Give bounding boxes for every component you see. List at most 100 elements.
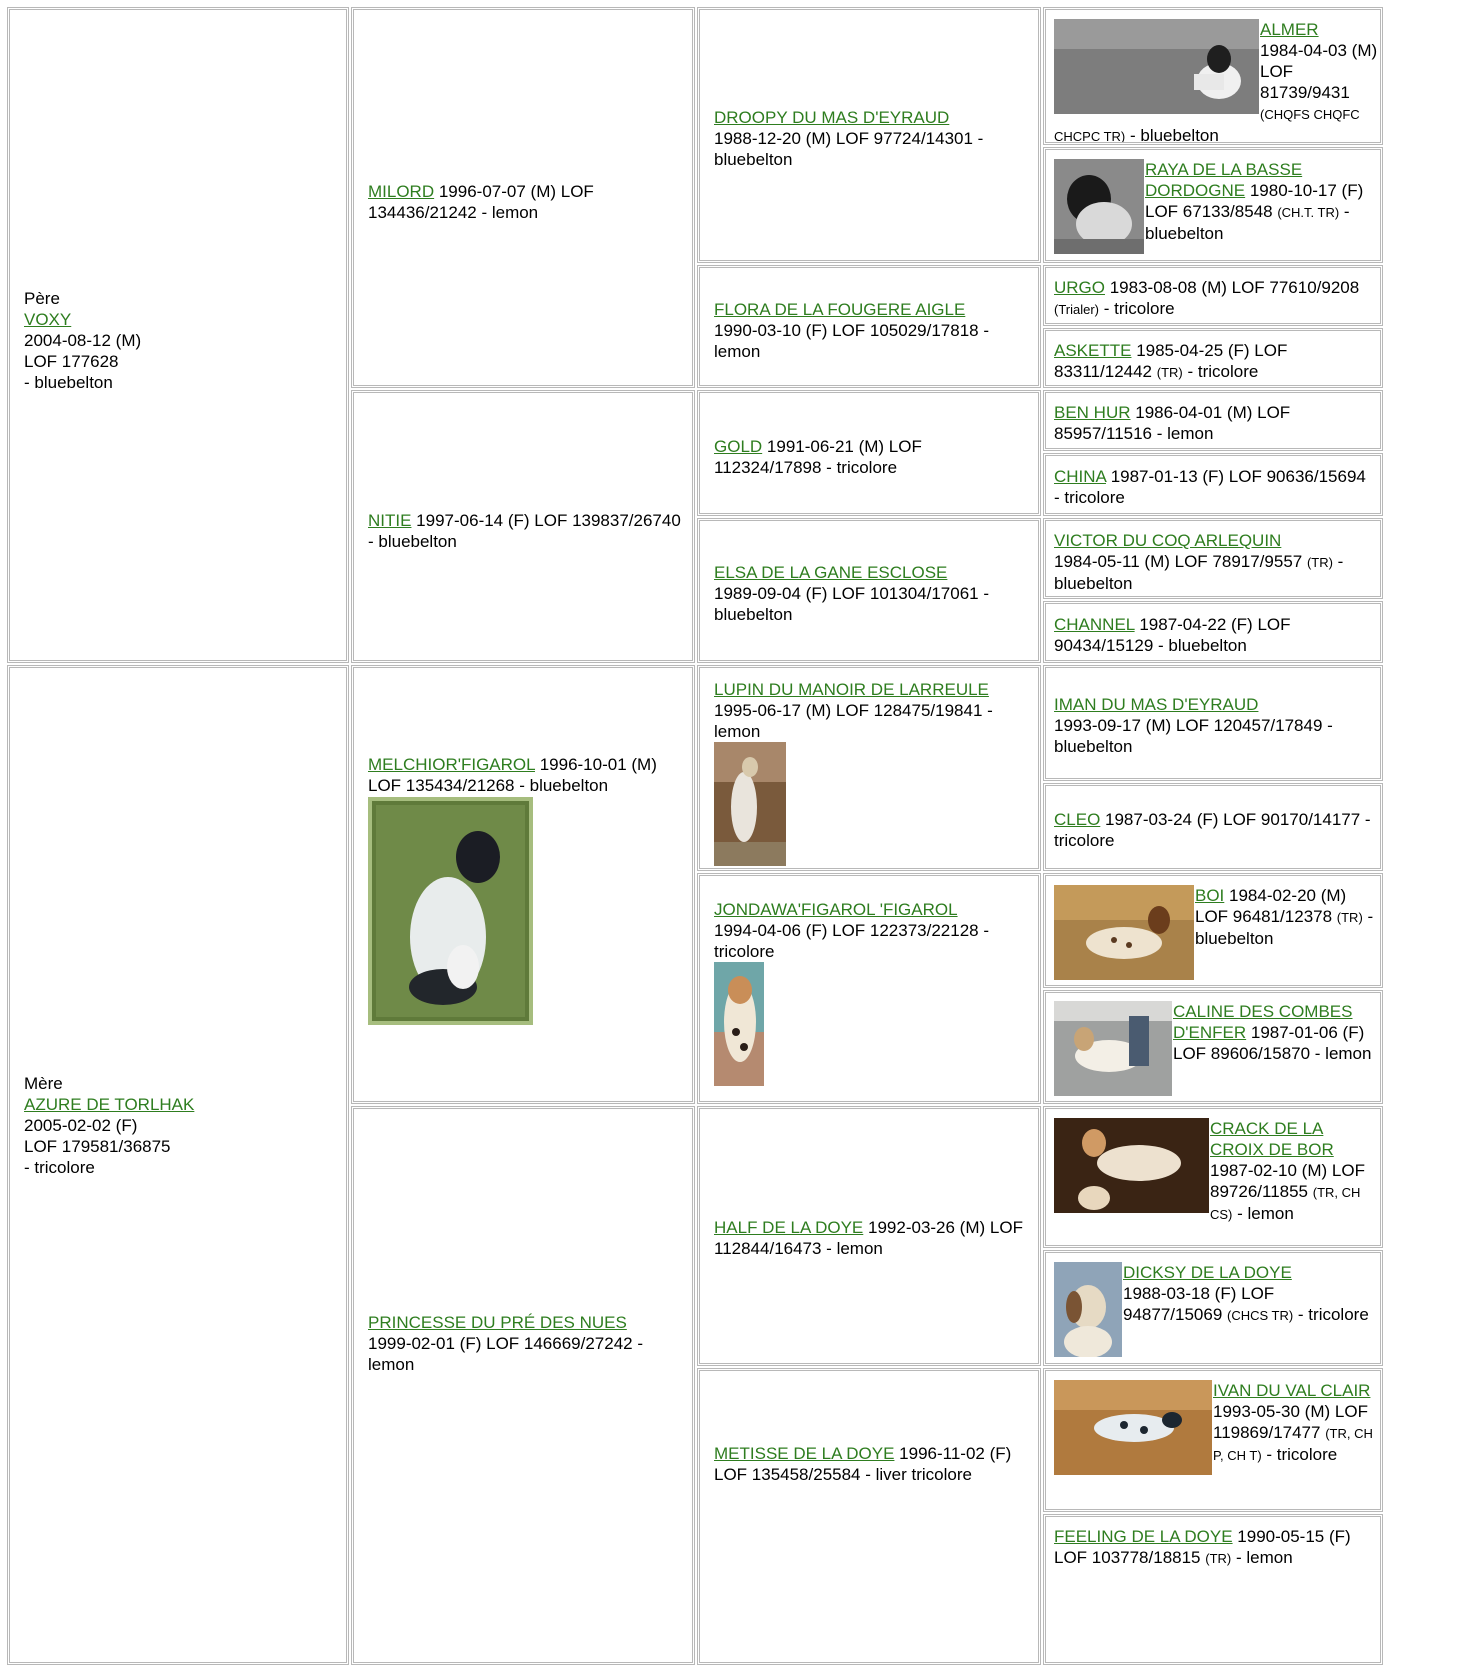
dog-photo-autumn	[1054, 885, 1194, 980]
dog-photo-portrait	[714, 962, 764, 1086]
droopy-info: 1988-12-20 (M) LOF 97724/14301 - bluebel…	[714, 129, 984, 169]
boi-link[interactable]: BOI	[1195, 886, 1225, 905]
flora-link[interactable]: FLORA DE LA FOUGERE AIGLE	[714, 300, 966, 319]
droopy-link[interactable]: DROOPY DU MAS D'EYRAUD	[714, 108, 950, 127]
dam-line3: - tricolore	[24, 1158, 95, 1177]
feeling-info: 1990-05-15 (F) LOF 103778/18815	[1054, 1527, 1351, 1567]
caline-cell: CALINE DES COMBES D'ENFER 1987-01-06 (F)…	[1043, 990, 1383, 1104]
dicksy-link[interactable]: DICKSY DE LA DOYE	[1123, 1263, 1292, 1282]
princesse-info: 1999-02-01 (F) LOF 146669/27242 - lemon	[368, 1334, 644, 1374]
dam-name-link[interactable]: AZURE DE TORLHAK	[24, 1095, 195, 1114]
cleo-info: 1987-03-24 (F) LOF 90170/14177 - tricolo…	[1054, 810, 1371, 850]
askette-color: - tricolore	[1182, 362, 1259, 381]
droopy-cell: DROOPY DU MAS D'EYRAUD 1988-12-20 (M) LOF…	[697, 7, 1041, 263]
urgo-link[interactable]: URGO	[1054, 278, 1105, 297]
dicksy-title: (CHCS TR)	[1227, 1308, 1294, 1323]
china-link[interactable]: CHINA	[1054, 467, 1106, 486]
askette-link[interactable]: ASKETTE	[1054, 341, 1132, 360]
dog-photo-field-bw	[1054, 19, 1259, 114]
china-info: 1987-01-13 (F) LOF 90636/15694 - tricolo…	[1054, 467, 1366, 507]
boi-color: - bluebelton	[1195, 907, 1374, 948]
sire-cell: Père VOXY 2004-08-12 (M) LOF 177628 - bl…	[7, 7, 349, 663]
milord-link[interactable]: MILORD	[368, 182, 435, 201]
milord-info: 1996-07-07 (M) LOF 134436/21242 - lemon	[368, 182, 594, 222]
dog-photo-bw	[1054, 159, 1144, 254]
elsa-link[interactable]: ELSA DE LA GANE ESCLOSE	[714, 563, 948, 582]
channel-info: 1987-04-22 (F) LOF 90434/15129 - bluebel…	[1054, 615, 1291, 655]
ivan-info: 1993-05-30 (M) LOF 119869/17477	[1213, 1402, 1368, 1442]
askette-title: (TR)	[1156, 365, 1183, 380]
dog-photo-show	[1054, 1001, 1172, 1096]
sire-heading: Père	[24, 289, 60, 308]
dam-cell: Mère AZURE DE TORLHAK 2005-02-02 (F) LOF…	[7, 665, 349, 1665]
askette-cell: ASKETTE 1985-04-25 (F) LOF 83311/12442 (…	[1043, 328, 1383, 388]
urgo-title: (Trialer)	[1054, 302, 1100, 317]
ivan-cell: IVAN DU VAL CLAIR 1993-05-30 (M) LOF 119…	[1043, 1368, 1383, 1512]
melchior-link[interactable]: MELCHIOR'FIGAROL	[368, 755, 535, 774]
gold-cell: GOLD 1991-06-21 (M) LOF 112324/17898 - t…	[697, 390, 1041, 516]
victor-link[interactable]: VICTOR DU COQ ARLEQUIN	[1054, 531, 1282, 550]
sire-name-link[interactable]: VOXY	[24, 310, 72, 329]
nitie-info: 1997-06-14 (F) LOF 139837/26740 - bluebe…	[368, 511, 681, 551]
dam-line2: LOF 179581/36875	[24, 1137, 171, 1156]
princesse-link[interactable]: PRINCESSE DU PRÉ DES NUES	[368, 1313, 627, 1332]
gold-link[interactable]: GOLD	[714, 437, 763, 456]
raya-color: - bluebelton	[1145, 202, 1350, 243]
cleo-link[interactable]: CLEO	[1054, 810, 1101, 829]
jondawa-link[interactable]: JONDAWA'FIGAROL 'FIGAROL	[714, 900, 958, 919]
victor-color: - bluebelton	[1054, 552, 1344, 593]
urgo-info: 1983-08-08 (M) LOF 77610/9208	[1105, 278, 1360, 297]
melchior-info: 1996-10-01 (M) LOF 135434/21268 - bluebe…	[368, 755, 657, 795]
cleo-cell: CLEO 1987-03-24 (F) LOF 90170/14177 - tr…	[1043, 783, 1383, 871]
caline-link[interactable]: CALINE DES COMBES D'ENFER	[1173, 1002, 1353, 1042]
metisse-cell: METISSE DE LA DOYE 1996-11-02 (F) LOF 13…	[697, 1368, 1041, 1665]
channel-link[interactable]: CHANNEL	[1054, 615, 1135, 634]
benhur-cell: BEN HUR 1986-04-01 (M) LOF 85957/11516 -…	[1043, 390, 1383, 451]
raya-cell: RAYA DE LA BASSE DORDOGNE 1980-10-17 (F)…	[1043, 147, 1383, 263]
lupin-info: 1995-06-17 (M) LOF 128475/19841 - lemon	[714, 701, 993, 741]
iman-link[interactable]: IMAN DU MAS D'EYRAUD	[1054, 695, 1259, 714]
lupin-cell: LUPIN DU MANOIR DE LARREULE 1995-06-17 (M…	[697, 665, 1041, 871]
ivan-link[interactable]: IVAN DU VAL CLAIR	[1213, 1381, 1371, 1400]
dicksy-color: - tricolore	[1293, 1305, 1369, 1324]
caline-info: 1987-01-06 (F) LOF 89606/15870 - lemon	[1173, 1023, 1372, 1063]
dog-photo-standing	[714, 742, 786, 866]
melchior-cell: MELCHIOR'FIGAROL 1996-10-01 (M) LOF 1354…	[351, 665, 695, 1104]
dog-photo-head	[1054, 1262, 1122, 1357]
urgo-cell: URGO 1983-08-08 (M) LOF 77610/9208 (Tria…	[1043, 265, 1383, 326]
benhur-link[interactable]: BEN HUR	[1054, 403, 1131, 422]
metisse-link[interactable]: METISSE DE LA DOYE	[714, 1444, 895, 1463]
almer-link[interactable]: ALMER	[1260, 20, 1319, 39]
crack-link[interactable]: CRACK DE LA CROIX DE BOR	[1210, 1119, 1334, 1159]
dicksy-info: 1988-03-18 (F) LOF 94877/15069	[1123, 1284, 1275, 1324]
sire-line3: - bluebelton	[24, 373, 113, 392]
raya-link[interactable]: RAYA DE LA BASSE DORDOGNE	[1145, 160, 1303, 200]
feeling-link[interactable]: FEELING DE LA DOYE	[1054, 1527, 1233, 1546]
dicksy-cell: DICKSY DE LA DOYE 1988-03-18 (F) LOF 9487…	[1043, 1250, 1383, 1366]
milord-cell: MILORD 1996-07-07 (M) LOF 134436/21242 -…	[351, 7, 695, 388]
lupin-link[interactable]: LUPIN DU MANOIR DE LARREULE	[714, 680, 989, 699]
nitie-link[interactable]: NITIE	[368, 511, 412, 530]
dog-photo-running	[1054, 1380, 1212, 1475]
iman-cell: IMAN DU MAS D'EYRAUD 1993-09-17 (M) LOF 1…	[1043, 665, 1383, 781]
almer-color: - bluebelton	[1125, 126, 1219, 145]
almer-title: (CHQFS CHQFC CHCPC TR)	[1054, 107, 1360, 144]
ivan-color: - tricolore	[1261, 1445, 1338, 1464]
elsa-info: 1989-09-04 (F) LOF 101304/17061 - bluebe…	[714, 584, 990, 624]
boi-cell: BOI 1984-02-20 (M) LOF 96481/12378 (TR) …	[1043, 873, 1383, 988]
crack-title: (TR, CH CS)	[1210, 1185, 1361, 1222]
urgo-color: - tricolore	[1099, 299, 1175, 318]
iman-info: 1993-09-17 (M) LOF 120457/17849 - bluebe…	[1054, 716, 1333, 756]
elsa-cell: ELSA DE LA GANE ESCLOSE 1989-09-04 (F) LO…	[697, 518, 1041, 663]
feeling-color: - lemon	[1231, 1548, 1293, 1567]
jondawa-info: 1994-04-06 (F) LOF 122373/22128 - tricol…	[714, 921, 990, 961]
benhur-info: 1986-04-01 (M) LOF 85957/11516 - lemon	[1054, 403, 1291, 443]
sire-line2: LOF 177628	[24, 352, 119, 371]
dam-line1: 2005-02-02 (F)	[24, 1116, 138, 1135]
half-cell: HALF DE LA DOYE 1992-03-26 (M) LOF 11284…	[697, 1106, 1041, 1366]
boi-info: 1984-02-20 (M) LOF 96481/12378	[1195, 886, 1347, 926]
half-link[interactable]: HALF DE LA DOYE	[714, 1218, 864, 1237]
victor-info: 1984-05-11 (M) LOF 78917/9557	[1054, 552, 1307, 571]
